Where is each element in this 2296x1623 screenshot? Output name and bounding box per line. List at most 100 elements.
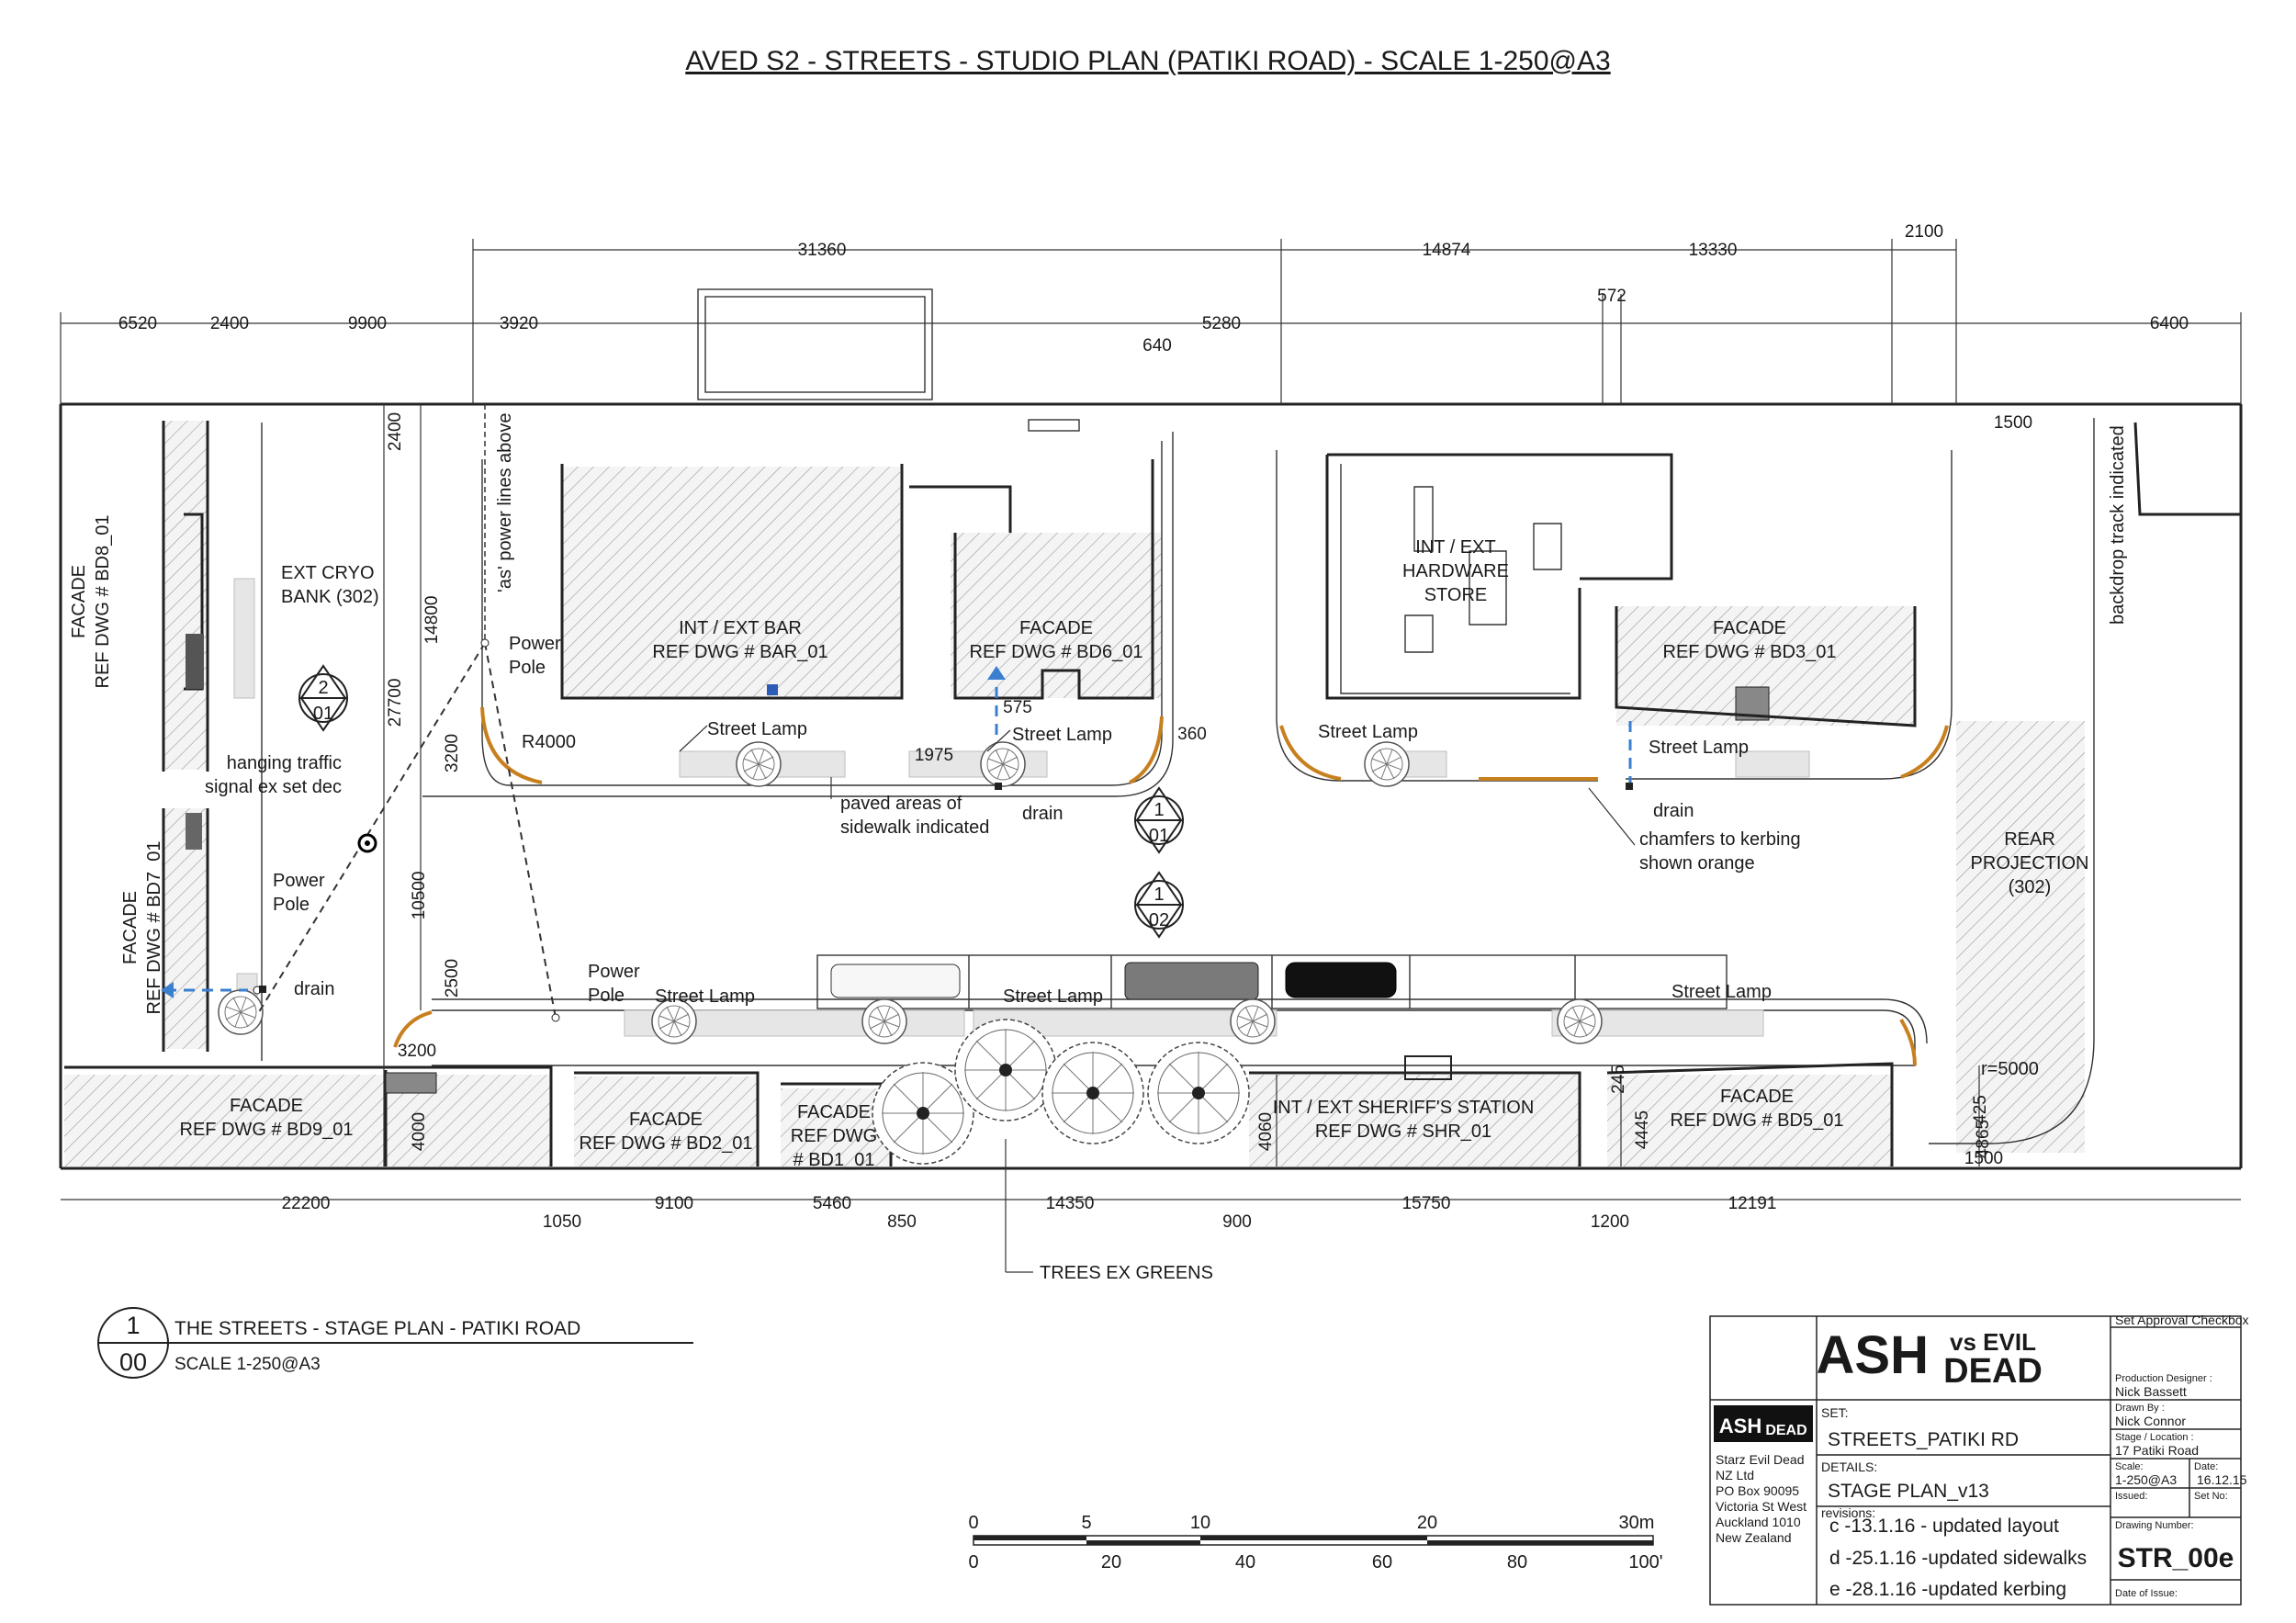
- dim: 4000: [410, 1112, 429, 1151]
- label-street-lamp-1: Street Lamp: [707, 719, 807, 739]
- dimension-labels: 6520 2400 9900 3920 5280 6400 31360 1487…: [118, 222, 2189, 1232]
- label-radius-r4000: R4000: [522, 732, 576, 752]
- date-label: Date:: [2194, 1461, 2218, 1472]
- section-marker-top: 1: [1154, 800, 1164, 820]
- issued-label: Issued:: [2115, 1491, 2147, 1502]
- dim: 3920: [500, 314, 538, 333]
- dim: 13330: [1689, 241, 1738, 260]
- svg-text:ASH: ASH: [1719, 1414, 1761, 1437]
- caption-number-top: 1: [126, 1312, 140, 1339]
- scale-metric-5: 5: [1081, 1513, 1091, 1533]
- dim: 2400: [210, 314, 249, 333]
- production-designer: Nick Bassett: [2115, 1384, 2187, 1399]
- svg-text:DEAD: DEAD: [1765, 1423, 1806, 1438]
- label-street-lamp-5: Street Lamp: [655, 986, 755, 1007]
- dim: 27700: [386, 679, 405, 727]
- dim: 3200: [443, 734, 462, 772]
- drawing-number-label: Drawing Number:: [2115, 1520, 2194, 1531]
- label-street-lamp-2: Street Lamp: [1012, 725, 1112, 745]
- production-designer-label: Production Designer :: [2115, 1373, 2212, 1384]
- dim: 5460: [813, 1194, 851, 1213]
- dim: 640: [1142, 336, 1172, 355]
- section-marker-bottom: 01: [313, 704, 333, 724]
- company-address: Starz Evil Dead NZ Ltd PO Box 90095 Vict…: [1716, 1452, 1810, 1545]
- dim: 22200: [282, 1194, 331, 1213]
- dim: 6520: [118, 314, 157, 333]
- dimension-lines: [60, 239, 2242, 1200]
- scale-imperial-0: 0: [968, 1552, 978, 1572]
- caption-title: THE STREETS - STAGE PLAN - PATIKI ROAD: [174, 1318, 580, 1339]
- scale-metric-10: 10: [1190, 1513, 1210, 1533]
- dim: 4060: [1256, 1112, 1276, 1151]
- label-radius-r5000: r=5000: [1981, 1059, 2039, 1079]
- dim: 4865: [1974, 1120, 1993, 1158]
- dim: 850: [887, 1212, 917, 1232]
- ash-vs-evil-dead-logo: ASH vs EVIL DEAD: [1817, 1325, 2043, 1391]
- section-marker-top: 1: [1154, 885, 1164, 905]
- dim: 6400: [2150, 314, 2189, 333]
- hardware-block: [1276, 450, 1953, 790]
- power-lines: [161, 404, 1633, 1022]
- dim: 3200: [398, 1042, 436, 1061]
- dim: 360: [1177, 725, 1207, 744]
- title-block: ASH vs EVIL DEAD ASH DEAD Starz Evil Dea…: [1709, 1313, 2249, 1606]
- leader-lines: [679, 725, 1636, 1273]
- dim: 1050: [543, 1212, 581, 1232]
- dim: 1500: [1994, 413, 2032, 433]
- dim: 900: [1222, 1212, 1252, 1232]
- dim: 2100: [1905, 222, 1943, 242]
- left-facades: [162, 421, 263, 1061]
- dim: 10500: [410, 872, 429, 920]
- revision-d: d -25.1.16 -updated sidewalks: [1829, 1548, 2087, 1569]
- dim: 31360: [798, 241, 847, 260]
- dim: 14350: [1046, 1194, 1095, 1213]
- drawing-number: STR_00e: [2118, 1543, 2234, 1573]
- caption-number-bottom: 00: [119, 1348, 147, 1376]
- label-street-lamp-7: Street Lamp: [1671, 982, 1772, 1002]
- dim: 9100: [655, 1194, 693, 1213]
- dim: 9900: [348, 314, 387, 333]
- dim: 15750: [1402, 1194, 1451, 1213]
- scale-metric-0: 0: [968, 1513, 978, 1533]
- drawing-caption: 1 00 THE STREETS - STAGE PLAN - PATIKI R…: [97, 1307, 693, 1379]
- set-approval-label: Set Approval Checkbox: [2115, 1313, 2249, 1327]
- scale-imperial-80: 80: [1507, 1552, 1527, 1572]
- bar-block: [422, 432, 1174, 797]
- svg-text:ASH: ASH: [1817, 1325, 1929, 1385]
- dim: 14874: [1423, 241, 1471, 260]
- dim: 2500: [443, 959, 462, 997]
- stage-location: 17 Patiki Road: [2115, 1443, 2199, 1458]
- scale-bar: 0 5 10 20 30m 0 20 40 60 80 100': [968, 1513, 1662, 1572]
- label-power-lines: 'as' power lines above: [495, 412, 515, 592]
- dim: 2400: [386, 412, 405, 451]
- dim: 1975: [915, 746, 953, 765]
- scale-metric-30: 30m: [1619, 1513, 1655, 1533]
- dim: 4445: [1633, 1110, 1652, 1149]
- set-no-label: Set No:: [2194, 1491, 2228, 1502]
- stage-location-label: Stage / Location :: [2115, 1432, 2194, 1443]
- scale-label: Scale:: [2115, 1461, 2144, 1472]
- label-drain-3: drain: [294, 979, 334, 999]
- set-label: SET:: [1821, 1405, 1849, 1420]
- details-value: STAGE PLAN_v13: [1828, 1481, 1989, 1502]
- section-marker-bottom: 02: [1149, 910, 1169, 930]
- section-marker-bottom: 01: [1149, 826, 1169, 846]
- svg-text:vs EVIL: vs EVIL: [1950, 1328, 2036, 1356]
- dim: 14800: [422, 596, 442, 645]
- label-street-lamp-3: Street Lamp: [1318, 722, 1418, 742]
